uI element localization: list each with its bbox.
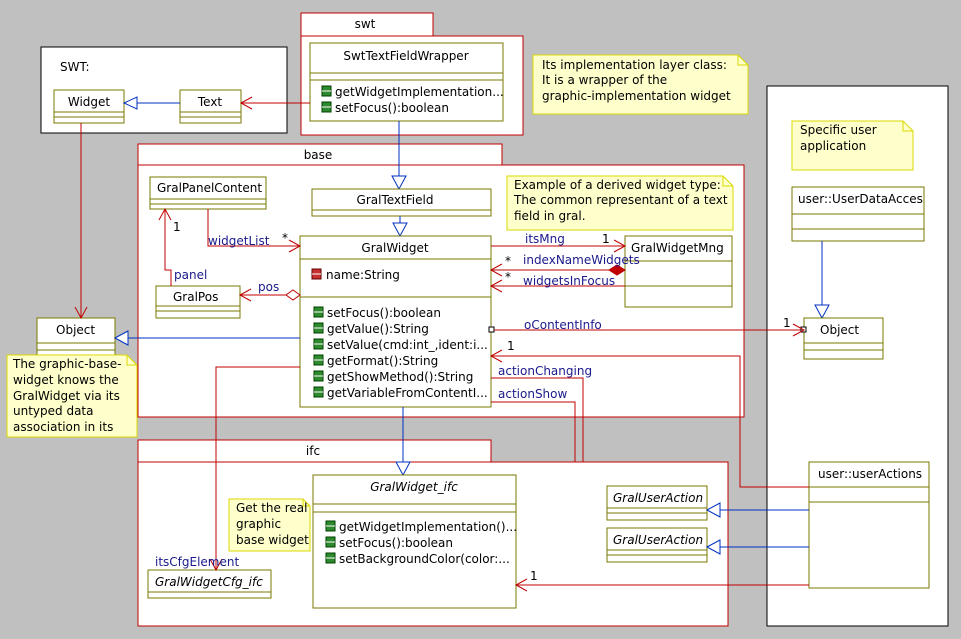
generalization-arrow [814,304,830,320]
note-impl-layer: Its implementation layer class: It is a … [532,54,749,115]
op-text: setFocus():boolean [327,306,441,320]
package-base-title: base [304,148,333,162]
op-text: getWidgetImplementation()... [339,520,517,534]
op-text: getVariableFromContentI... [327,386,488,400]
multiplicity: * [505,270,511,284]
note-line: Specific user [800,123,877,137]
class-object-right[interactable]: Object [803,317,884,360]
note-line: application [800,139,866,153]
class-name: Object [56,323,95,337]
multiplicity: 1 [173,220,181,234]
note-get-real: Get the real graphic base widget [228,498,311,552]
class-gral-user-action-1[interactable]: GralUserAction [606,485,708,521]
class-name: GralUserAction [613,491,703,505]
package-swt-left-title: SWT: [60,60,90,74]
class-user-data-access[interactable]: user::UserDataAcces [791,186,925,242]
class-name: GralPos [173,290,218,304]
package-ifc-title: ifc [306,444,320,458]
note-line: Get the real [236,501,307,515]
class-name: GralWidgetMng [631,241,724,255]
assoc-label: itsMng [525,232,565,246]
multiplicity: 1 [530,569,538,583]
note-line: Its implementation layer class: [542,58,727,72]
class-name: user::UserDataAcces [798,192,923,206]
generalization-arrow [705,502,721,518]
generalization-arrow [113,330,129,346]
assoc-label: actionShow [498,387,568,401]
assoc-label: oContentInfo [524,318,602,332]
generalization-arrow [122,96,138,110]
attribute-text: name:String [326,268,400,282]
aggregation-diamond [285,289,301,301]
class-gral-widget-cfg-ifc[interactable]: GralWidgetCfg_ifc [147,569,272,599]
composition-diamond [608,264,626,276]
class-name: Text [197,95,223,109]
note-line: base widget [236,533,309,547]
class-name: GralUserAction [613,533,703,547]
assoc-label: pos [258,280,279,294]
class-widget[interactable]: Widget [53,89,125,124]
generalization-arrow [391,175,407,191]
op-text: getShowMethod():String [327,370,473,384]
class-name: GralWidget_ifc [370,480,458,494]
assoc-label: panel [174,268,207,282]
op-text: getFormat():String [327,354,438,368]
class-gral-panel-content[interactable]: GralPanelContent [149,176,267,210]
note-line: widget knows the [13,373,119,387]
class-gral-widget-ifc[interactable]: GralWidget_ifc getWidgetImplementation()… [312,474,517,609]
note-line: It is a wrapper of the [542,73,667,87]
class-gral-text-field[interactable]: GralTextField [311,188,492,217]
multiplicity: 1 [507,339,515,353]
op-text: getValue():String [327,322,429,336]
class-gral-widget[interactable]: GralWidget name:String setFocus():boolea… [299,235,492,408]
class-name: user::userActions [818,467,922,481]
package-swt-title: swt [355,17,376,31]
association-end-marker [488,326,495,333]
multiplicity: * [505,254,511,268]
multiplicity: 1 [602,232,610,246]
assoc-label: actionChanging [498,364,592,378]
assoc-label: indexNameWidgets [523,253,640,267]
note-line: field in gral. [514,209,586,223]
class-name: GralWidget [361,241,428,255]
class-swt-text-field-wrapper[interactable]: SwtTextFieldWrapper getWidgetImplementat… [309,42,504,122]
class-name: Widget [68,95,111,109]
generalization-arrow [705,539,721,555]
class-name: SwtTextFieldWrapper [343,49,468,63]
class-gral-widget-mng[interactable]: GralWidgetMng [624,235,733,308]
note-specific-user: Specific user application [791,120,914,171]
op-text: setFocus():boolean [339,536,453,550]
op-text: getWidgetImplementation... [335,85,504,99]
note-derived-widget: Example of a derived widget type: The co… [506,175,734,231]
class-gral-pos[interactable]: GralPos [155,285,241,319]
note-line: association in its [13,420,113,434]
class-name: GralWidgetCfg_ifc [155,575,263,589]
class-gral-user-action-2[interactable]: GralUserAction [606,527,708,563]
op-text: setBackgroundColor(color:... [339,552,510,566]
assoc-label: itsCfgElement [155,555,239,569]
multiplicity: * [282,231,288,245]
class-name: GralPanelContent [157,181,262,195]
class-text[interactable]: Text [179,89,242,124]
op-text: setFocus():boolean [335,101,449,115]
note-line: graphic-implementation widget [542,89,731,103]
note-line: The common representant of a text [513,193,728,207]
class-user-actions[interactable]: user::userActions [808,461,930,589]
class-object-left[interactable]: Object [36,317,116,359]
generalization-arrow [392,222,408,238]
note-line: untyped data [13,404,93,418]
note-line: graphic [236,517,281,531]
note-line: The graphic-base- [12,357,121,371]
assoc-label: widgetList [208,234,270,248]
note-graphic-base: The graphic-base- widget knows the GralW… [6,354,138,438]
op-text: setValue(cmd:int_,ident:i... [327,338,488,352]
class-name: GralTextField [357,193,434,207]
multiplicity: 1 [783,316,791,330]
class-name: Object [820,323,859,337]
note-line: Example of a derived widget type: [514,178,721,192]
assoc-label: widgetsInFocus [523,274,615,288]
note-line: GralWidget via its [13,389,120,403]
